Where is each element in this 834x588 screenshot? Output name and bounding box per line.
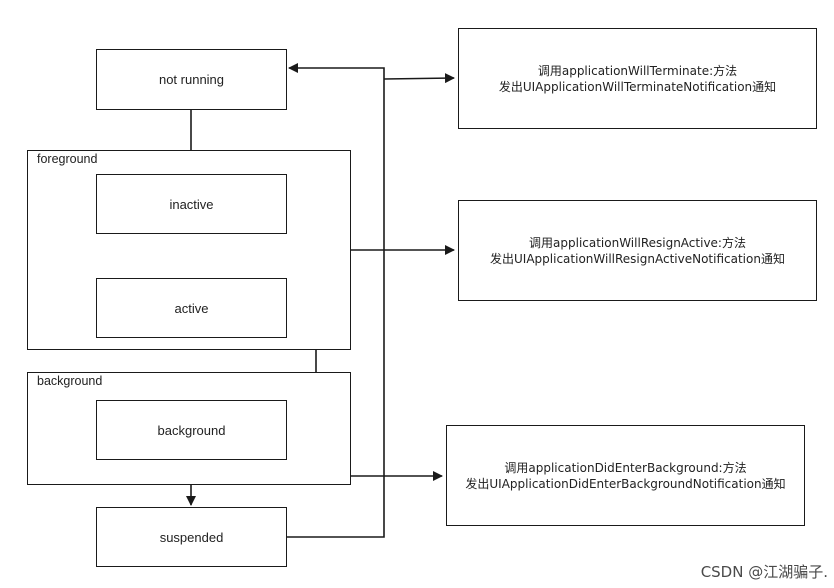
state-not-running: not running <box>96 49 287 110</box>
note-did-enter-background: 调用applicationDidEnterBackground:方法 发出UIA… <box>446 425 805 526</box>
note-will-resign-active-line1: 调用applicationWillResignActive:方法 <box>529 235 746 250</box>
watermark: CSDN @江湖骗子. <box>700 563 828 581</box>
state-suspended: suspended <box>96 507 287 567</box>
background-group-label: background <box>37 374 103 388</box>
state-inactive: inactive <box>96 174 287 234</box>
note-did-enter-background-line2: 发出UIApplicationDidEnterBackgroundNotific… <box>465 476 786 491</box>
arrow-suspended-to-notrunning <box>287 63 385 538</box>
note-did-enter-background-line1: 调用applicationDidEnterBackground:方法 <box>504 460 747 475</box>
foreground-group-label: foreground <box>37 152 98 166</box>
note-will-terminate-line2: 发出UIApplicationWillTerminateNotification… <box>498 79 777 94</box>
note-will-resign-active-line2: 发出UIApplicationWillResignActiveNotificat… <box>490 251 785 266</box>
state-active: active <box>96 278 287 338</box>
note-will-resign-active: 调用applicationWillResignActive:方法 发出UIApp… <box>458 200 817 301</box>
state-background: background <box>96 400 287 460</box>
note-will-terminate-line1: 调用applicationWillTerminate:方法 <box>537 63 738 78</box>
note-will-terminate: 调用applicationWillTerminate:方法 发出UIApplic… <box>458 28 817 129</box>
arrow-to-terminate-note <box>383 73 455 84</box>
